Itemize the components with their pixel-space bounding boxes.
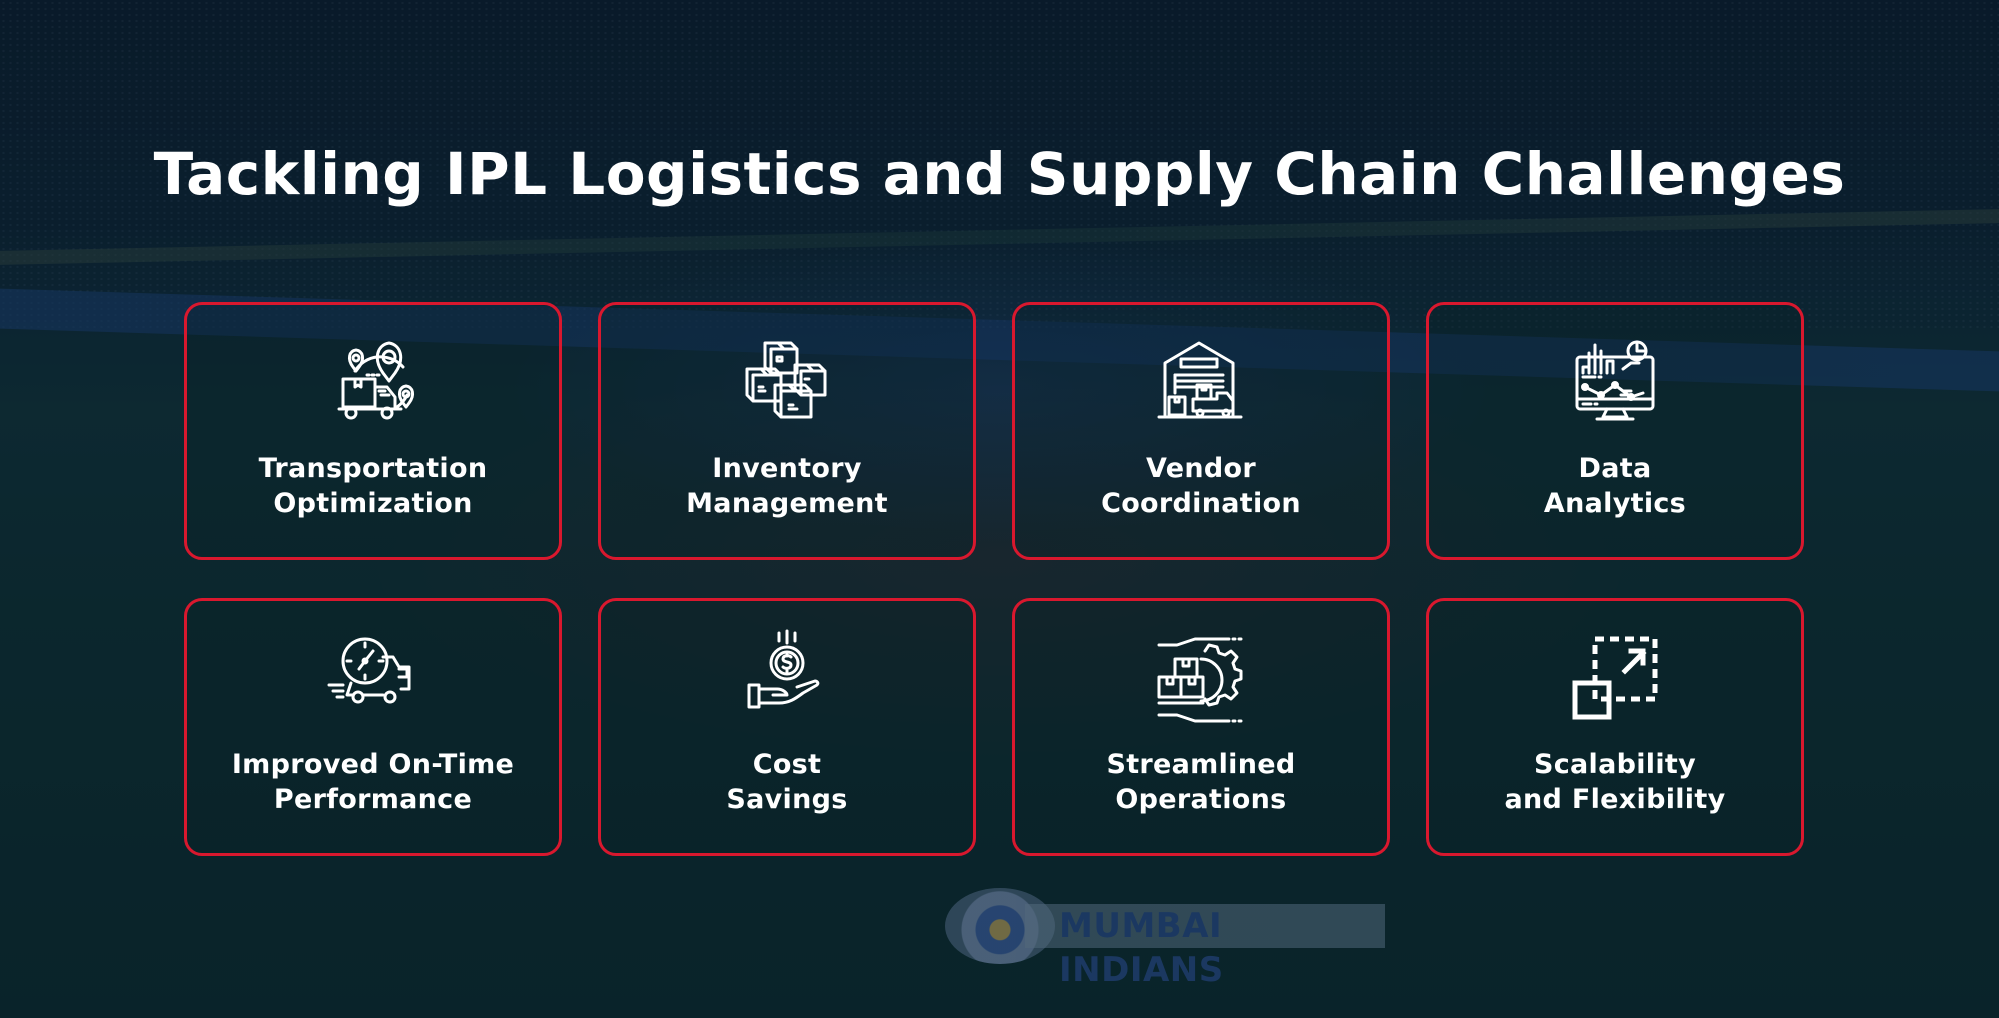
card-label-line2: Performance xyxy=(273,784,473,815)
challenges-grid: Transportation Optimization Inventory Ma… xyxy=(184,302,1816,856)
warehouse-truck-icon xyxy=(1153,333,1249,429)
card-label: Inventory Management xyxy=(686,451,888,521)
delivery-truck-location-icon xyxy=(325,333,421,429)
card-label: Streamlined Operations xyxy=(1106,747,1295,817)
card-streamlined-operations: Streamlined Operations xyxy=(1012,598,1390,856)
card-label: Transportation Optimization xyxy=(259,451,488,521)
card-inventory-management: Inventory Management xyxy=(598,302,976,560)
card-label-line2: and Flexibility xyxy=(1504,784,1726,815)
crowd-texture xyxy=(0,0,1999,330)
card-vendor-coordination: Vendor Coordination xyxy=(1012,302,1390,560)
card-label-line1: Data xyxy=(1578,453,1652,484)
card-label-line1: Cost xyxy=(752,749,822,780)
card-improved-on-time-performance: Improved On-Time Performance xyxy=(184,598,562,856)
card-label-line1: Inventory xyxy=(712,453,862,484)
card-label: Cost Savings xyxy=(726,747,847,817)
card-label: Vendor Coordination xyxy=(1101,451,1301,521)
card-cost-savings: Cost Savings xyxy=(598,598,976,856)
card-label-line2: Operations xyxy=(1115,784,1287,815)
card-label-line1: Scalability xyxy=(1533,749,1697,780)
stacked-boxes-icon xyxy=(739,333,835,429)
gear-boxes-hand-icon xyxy=(1153,629,1249,725)
monitor-charts-icon xyxy=(1567,333,1663,429)
card-label-line1: Transportation xyxy=(258,453,488,484)
logo-wordmark: MUMBAI INDIANS xyxy=(1025,904,1385,990)
hand-coin-dollar-icon xyxy=(739,629,835,725)
card-label-line2: Optimization xyxy=(273,488,473,519)
card-label-line2: Analytics xyxy=(1543,488,1687,519)
card-data-analytics: Data Analytics xyxy=(1426,302,1804,560)
scale-up-arrow-icon xyxy=(1567,629,1663,725)
clock-truck-icon xyxy=(325,629,421,725)
card-label-line1: Improved On-Time xyxy=(231,749,515,780)
card-scalability-and-flexibility: Scalability and Flexibility xyxy=(1426,598,1804,856)
card-label: Data Analytics xyxy=(1544,451,1686,521)
card-label-line1: Vendor xyxy=(1146,453,1256,484)
card-transportation-optimization: Transportation Optimization xyxy=(184,302,562,560)
card-label-line2: Management xyxy=(686,488,888,519)
card-label-line1: Streamlined xyxy=(1106,749,1296,780)
slide-title: Tackling IPL Logistics and Supply Chain … xyxy=(153,140,1846,208)
card-label-line2: Coordination xyxy=(1101,488,1301,519)
card-label-line2: Savings xyxy=(726,784,848,815)
logo-swirl-icon xyxy=(945,888,1055,964)
card-label: Scalability and Flexibility xyxy=(1505,747,1726,817)
team-logo: MUMBAI INDIANS xyxy=(945,888,1385,990)
card-label: Improved On-Time Performance xyxy=(232,747,514,817)
